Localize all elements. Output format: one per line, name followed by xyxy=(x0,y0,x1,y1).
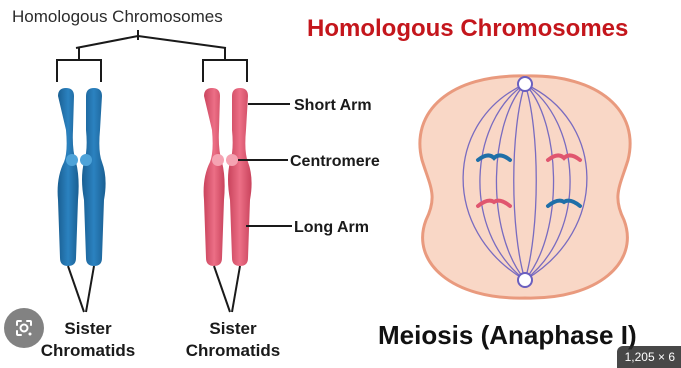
pink-chromatid-right xyxy=(228,88,252,266)
blue-centromere-right xyxy=(80,154,92,166)
google-lens-button[interactable] xyxy=(4,308,44,348)
google-lens-icon xyxy=(13,317,35,339)
pink-centromere-right xyxy=(226,154,238,166)
pink-chromatid-left xyxy=(204,88,225,266)
blue-chromatid-right xyxy=(82,88,106,266)
sister-label-right-line1: Sister xyxy=(209,319,257,338)
image-size-badge: 1,205 × 6 xyxy=(617,346,681,368)
sister-label-right-line2: Chromatids xyxy=(186,341,280,360)
spindle-pole-bottom xyxy=(518,273,532,287)
sister-label-left-line2: Chromatids xyxy=(41,341,135,360)
blue-chromatid-left xyxy=(58,88,79,266)
anaphase-cell xyxy=(420,76,630,298)
blue-chromosome xyxy=(58,88,106,266)
blue-centromere-left xyxy=(66,154,78,166)
top-label: Homologous Chromosomes xyxy=(12,7,223,26)
pink-centromere-left xyxy=(212,154,224,166)
meiosis-label: Meiosis (Anaphase I) xyxy=(378,320,637,350)
centromere-label: Centromere xyxy=(290,153,380,170)
homologous-bracket xyxy=(57,30,247,82)
sister-pointers xyxy=(68,266,240,312)
cell-membrane xyxy=(420,76,630,298)
short-arm-label: Short Arm xyxy=(294,97,372,114)
sister-label-left-line1: Sister xyxy=(64,319,112,338)
page-title: Homologous Chromosomes xyxy=(307,15,628,42)
spindle-pole-top xyxy=(518,77,532,91)
long-arm-label: Long Arm xyxy=(294,219,369,236)
pink-chromosome xyxy=(204,88,252,266)
